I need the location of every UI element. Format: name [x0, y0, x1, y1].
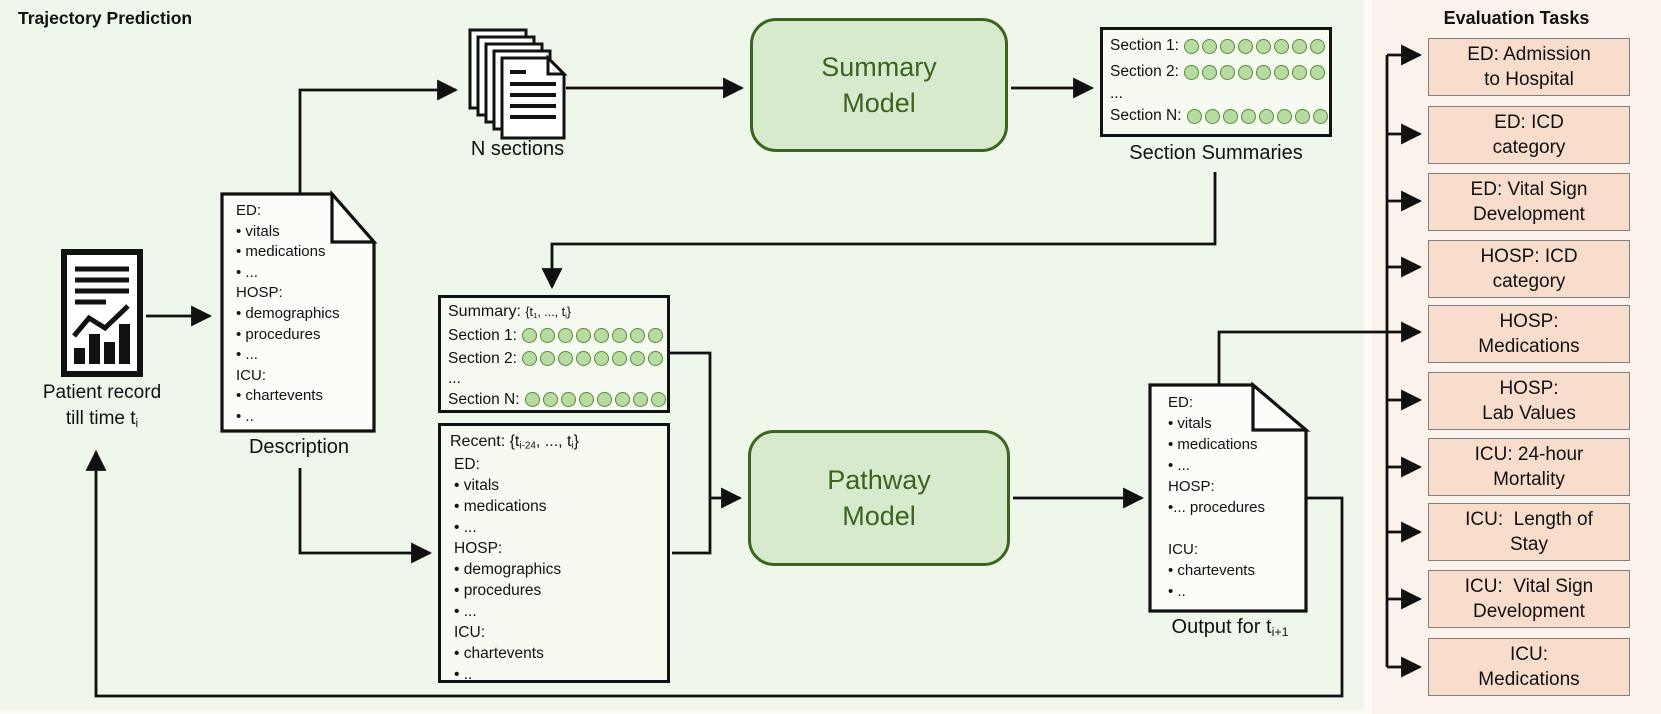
task-box-ed-admission-to-hospital: ED: Admission to Hospital [1428, 38, 1630, 96]
description-label: Description [248, 436, 350, 458]
task-box-ed-vital-sign-development: ED: Vital Sign Development [1428, 173, 1630, 231]
token-circle [1312, 108, 1328, 124]
token-circle [1291, 38, 1307, 54]
token-circle [1255, 38, 1271, 54]
token-row [1183, 38, 1328, 54]
section-summaries-box: Section 1: Section 2: ... Section N: [1100, 27, 1332, 137]
token-row [1183, 64, 1328, 80]
token-circle [1219, 38, 1235, 54]
token-circle [614, 392, 630, 407]
task-box-icu-medications: ICU: Medications [1428, 638, 1630, 696]
task-box-hosp-icd-category: HOSP: ICD category [1428, 240, 1630, 298]
arrow-section-summaries-to-summary-box [541, 172, 1217, 290]
token-circle [557, 351, 573, 366]
section-summaries-label: Section Summaries [1129, 142, 1303, 164]
token-circle [578, 392, 594, 407]
task-box-icu-length-of-stay: ICU: Length of Stay [1428, 503, 1630, 561]
token-circle [1201, 38, 1217, 54]
summary-tokens-box: Summary: {t1, ..., ti} Section 1: Sectio… [438, 295, 670, 413]
token-circle [524, 392, 540, 407]
token-circle [539, 351, 555, 366]
token-circle [1294, 108, 1310, 124]
token-circle [539, 328, 555, 343]
task-box-hosp-lab-values: HOSP: Lab Values [1428, 372, 1630, 430]
recent-title: Recent: {ti-24, ..., ti} [450, 433, 580, 452]
token-circle [1204, 108, 1220, 124]
description-doc-shape [220, 189, 378, 433]
token-row [521, 351, 666, 366]
token-row [1186, 108, 1331, 124]
token-circle [593, 351, 609, 366]
task-box-icu-24-hour-mortality: ICU: 24-hour Mortality [1428, 438, 1630, 496]
token-circle [575, 328, 591, 343]
token-circle [1273, 64, 1289, 80]
token-circle [1291, 64, 1307, 80]
token-circle [521, 351, 537, 366]
token-circle [647, 351, 663, 366]
token-circle [593, 328, 609, 343]
token-circle [1183, 38, 1199, 54]
token-circle [1237, 38, 1253, 54]
token-circle [1273, 38, 1289, 54]
output-label: Output for ti+1 [1171, 616, 1289, 640]
token-row [524, 392, 669, 407]
token-circle [1240, 108, 1256, 124]
line-output-to-task-trunk [1217, 330, 1387, 384]
description-doc-content: ED: • vitals • medications • ... HOSP: •… [236, 202, 340, 425]
token-circle [611, 328, 627, 343]
summary-tokens-title: Summary: {t1, ..., ti} [448, 303, 572, 320]
arrow-description-to-nsections [298, 79, 459, 194]
token-circle [1309, 64, 1325, 80]
feedback-loop-line [85, 449, 1344, 698]
n-sections-icon [468, 28, 568, 140]
token-circle [1186, 108, 1202, 124]
token-circle [1201, 64, 1217, 80]
token-circle [1237, 64, 1253, 80]
evaluation-tasks-title: Evaluation Tasks [1443, 8, 1590, 28]
token-circle [650, 392, 666, 407]
token-circle [647, 328, 663, 343]
token-circle [629, 328, 645, 343]
pathway-model-box: Pathway Model [748, 430, 1010, 566]
token-circle [1183, 64, 1199, 80]
token-circle [1309, 38, 1325, 54]
token-circle [611, 351, 627, 366]
token-circle [1255, 64, 1271, 80]
token-circle [596, 392, 612, 407]
task-box-ed-icd-category: ED: ICD category [1428, 106, 1630, 164]
token-circle [575, 351, 591, 366]
token-circle [1276, 108, 1292, 124]
token-circle [1258, 108, 1274, 124]
task-box-icu-vital-sign-development: ICU: Vital Sign Development [1428, 570, 1630, 628]
summary-model-box: Summary Model [750, 18, 1008, 152]
recent-box: Recent: {ti-24, ..., ti} ED: • vitals • … [438, 423, 670, 683]
token-circle [1219, 64, 1235, 80]
token-circle [629, 351, 645, 366]
token-circle [560, 392, 576, 407]
page-title: Trajectory Prediction [18, 8, 193, 28]
output-doc-shape [1148, 381, 1311, 613]
patient-record-label: Patient record till time ti [42, 382, 162, 430]
token-circle [632, 392, 648, 407]
arrow-description-to-recent-box [298, 468, 433, 564]
token-circle [542, 392, 558, 407]
merge-bracket [669, 351, 712, 555]
token-row [521, 328, 666, 343]
token-circle [1222, 108, 1238, 124]
n-sections-label: N sections [470, 138, 565, 160]
token-circle [521, 328, 537, 343]
output-doc-content: ED: • vitals • medications • ... HOSP: •… [1168, 394, 1265, 600]
patient-record-icon [60, 248, 144, 378]
token-circle [557, 328, 573, 343]
task-box-hosp-medications: HOSP: Medications [1428, 305, 1630, 363]
